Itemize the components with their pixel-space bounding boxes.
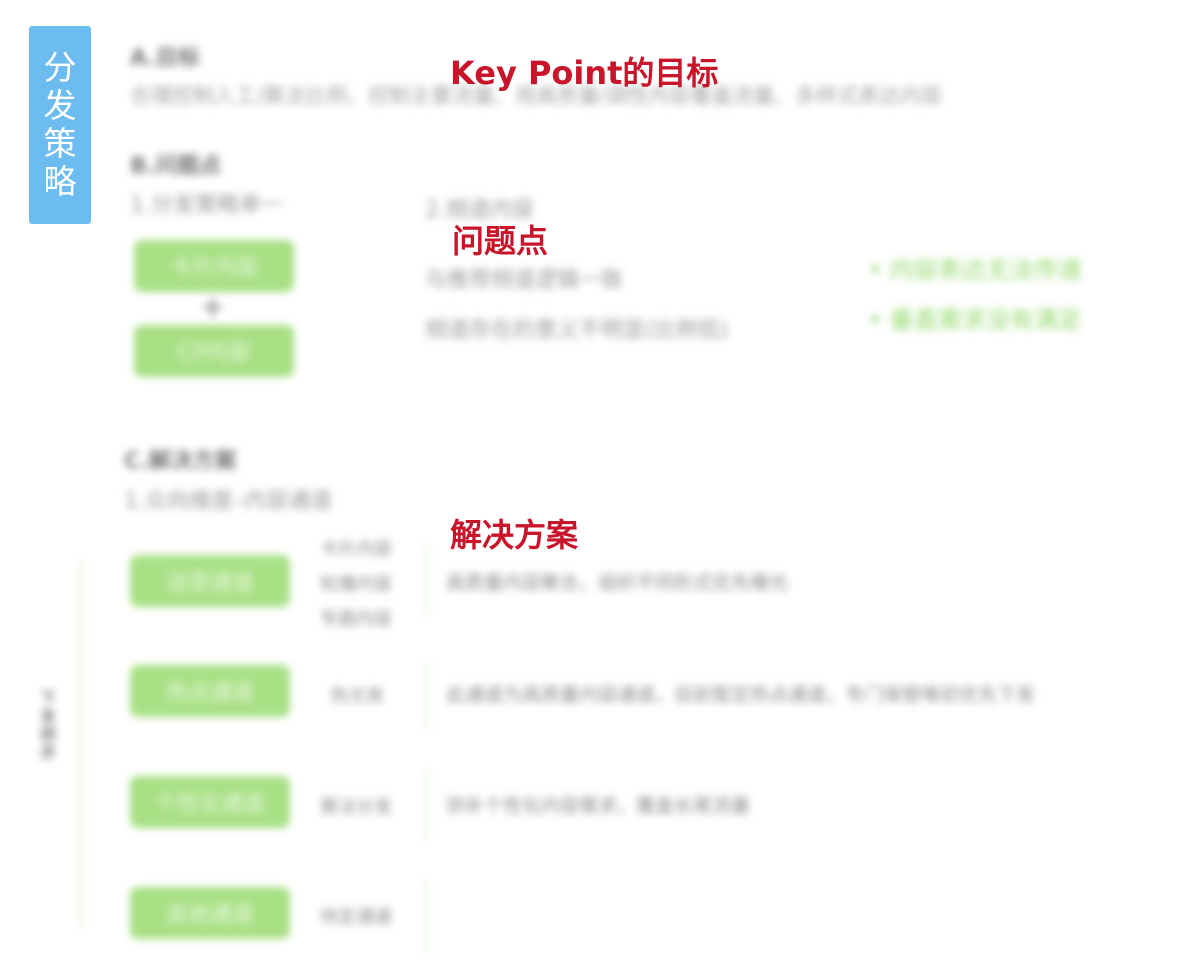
side-tab-char: 略 [43, 162, 77, 201]
section-b-line2: 频道存在的意义不明显(比例低) [425, 318, 729, 343]
other-channel-button[interactable]: 其他通道 [130, 887, 290, 939]
row1-label: 专题内容 [320, 609, 392, 630]
row-divider [425, 770, 427, 840]
side-tab-char: 发 [43, 86, 77, 125]
ops-channel-button[interactable]: 运营通道 [130, 555, 290, 607]
annotation-solution: 解决方案 [450, 516, 579, 554]
section-b-sub1: 1.分发策略单一 [130, 193, 283, 218]
section-c-heading: C.解决方案 [124, 449, 237, 474]
section-a-heading: A.目标 [130, 46, 200, 71]
row1-label: 轮播内容 [320, 574, 392, 595]
annotation-problem: 问题点 [452, 222, 549, 260]
order-vertical-label: 下发顺序 [37, 690, 56, 762]
section-b-line1: 与推荐频道逻辑一致 [425, 268, 624, 293]
row-divider [425, 545, 427, 615]
row4-label: 待定通道 [320, 907, 392, 928]
personalized-channel-button[interactable]: 个性化通道 [130, 776, 290, 828]
row-divider [425, 880, 427, 955]
annotation-key-point-goal: Key Point的目标 [450, 54, 719, 92]
section-a-text: 合理控制人工/算法比例、控制主要流量、用高质量/调性内容覆盖流量、多样式表达内容 [130, 84, 943, 108]
plus-sign: + [200, 290, 226, 325]
bullet-expression: • 内容表达无法传递 [868, 256, 1082, 284]
section-c-sub1: 1.众向维度–内容通道 [124, 489, 332, 514]
row3-label: 算法分发 [320, 797, 392, 818]
side-tab-strategy[interactable]: 分 发 策 略 [29, 26, 91, 224]
row-divider [425, 660, 427, 730]
row1-label: 卡片内容 [320, 539, 392, 560]
section-b-heading: B.问题点 [130, 154, 222, 179]
bullet-vertical-demand: • 垂直需求没有满足 [868, 306, 1082, 334]
card-content-button[interactable]: 卡片内容 [134, 240, 294, 292]
row1-desc: 高质量内容聚合，组织不同形式优先曝光 [446, 572, 789, 594]
row2-label: 热文库 [330, 686, 384, 707]
cp-content-button[interactable]: CP内容 [134, 325, 294, 377]
row3-desc: 弥补个性化内容需求，覆盖长尾流量 [446, 795, 751, 817]
section-b-sub2: 2.频道内容 [425, 198, 534, 223]
order-timeline-line [80, 560, 82, 930]
hot-channel-button[interactable]: 热点通道 [130, 665, 290, 717]
row2-desc: 此通道为高质量内容通道，目前暂定热点通道，专门保管唯初优先下发 [446, 684, 1036, 706]
side-tab-char: 分 [43, 48, 77, 87]
side-tab-char: 策 [43, 124, 77, 163]
